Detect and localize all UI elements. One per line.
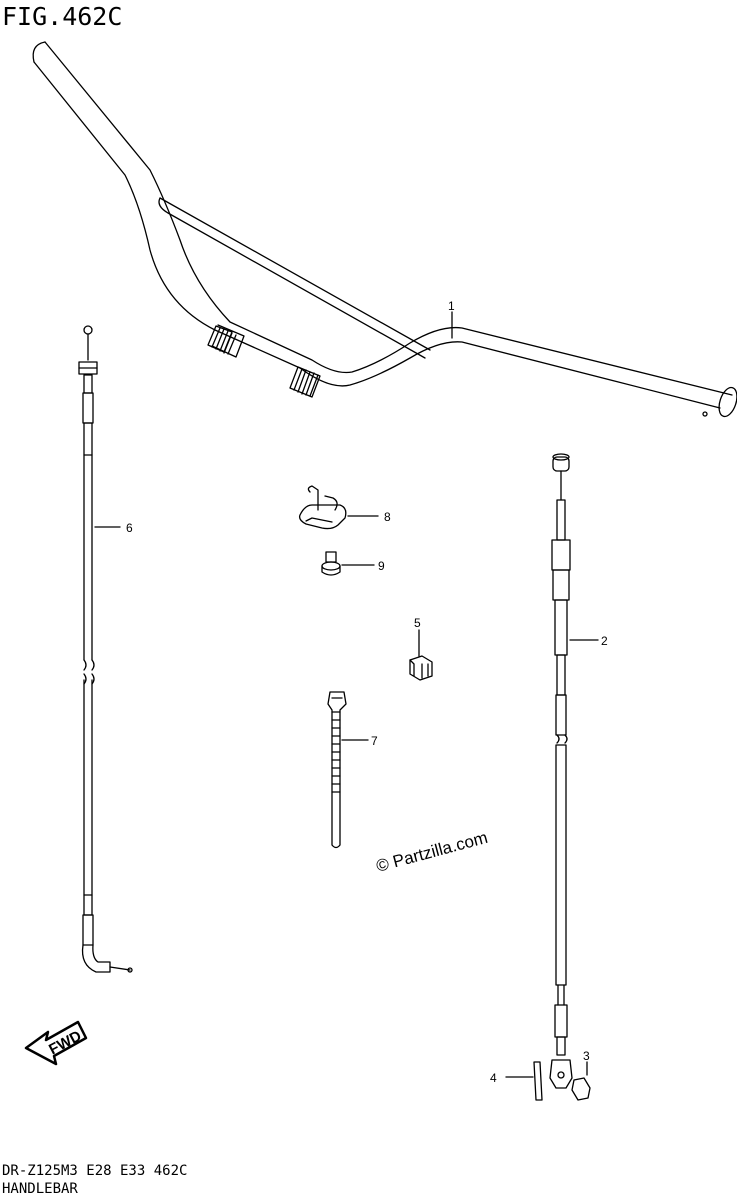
clamp-part <box>409 629 433 681</box>
cable-part-left <box>78 325 133 973</box>
cable-guide-part <box>298 485 379 530</box>
bolt-part <box>321 551 375 576</box>
callout-1: 1 <box>448 299 455 313</box>
cable-part-right <box>549 453 599 1089</box>
callout-7: 7 <box>371 734 378 748</box>
partzilla-watermark: © Partzilla.com <box>374 828 490 876</box>
figure-title: FIG.462C <box>2 2 123 31</box>
fwd-arrow-icon: FWD <box>24 1020 88 1066</box>
callout-4: 4 <box>490 1071 497 1085</box>
callout-8: 8 <box>384 510 391 524</box>
pin-part <box>571 1061 591 1101</box>
callout-3: 3 <box>583 1049 590 1063</box>
callout-5: 5 <box>414 616 421 630</box>
model-code-line: DR-Z125M3 E28 E33 462C <box>2 1163 188 1179</box>
section-name: HANDLEBAR <box>2 1181 78 1197</box>
cable-tie-part <box>327 691 369 849</box>
cotter-pin-part <box>505 1061 543 1101</box>
handlebar-part <box>32 41 737 418</box>
callout-2: 2 <box>601 634 608 648</box>
callout-9: 9 <box>378 559 385 573</box>
callout-6: 6 <box>126 521 133 535</box>
